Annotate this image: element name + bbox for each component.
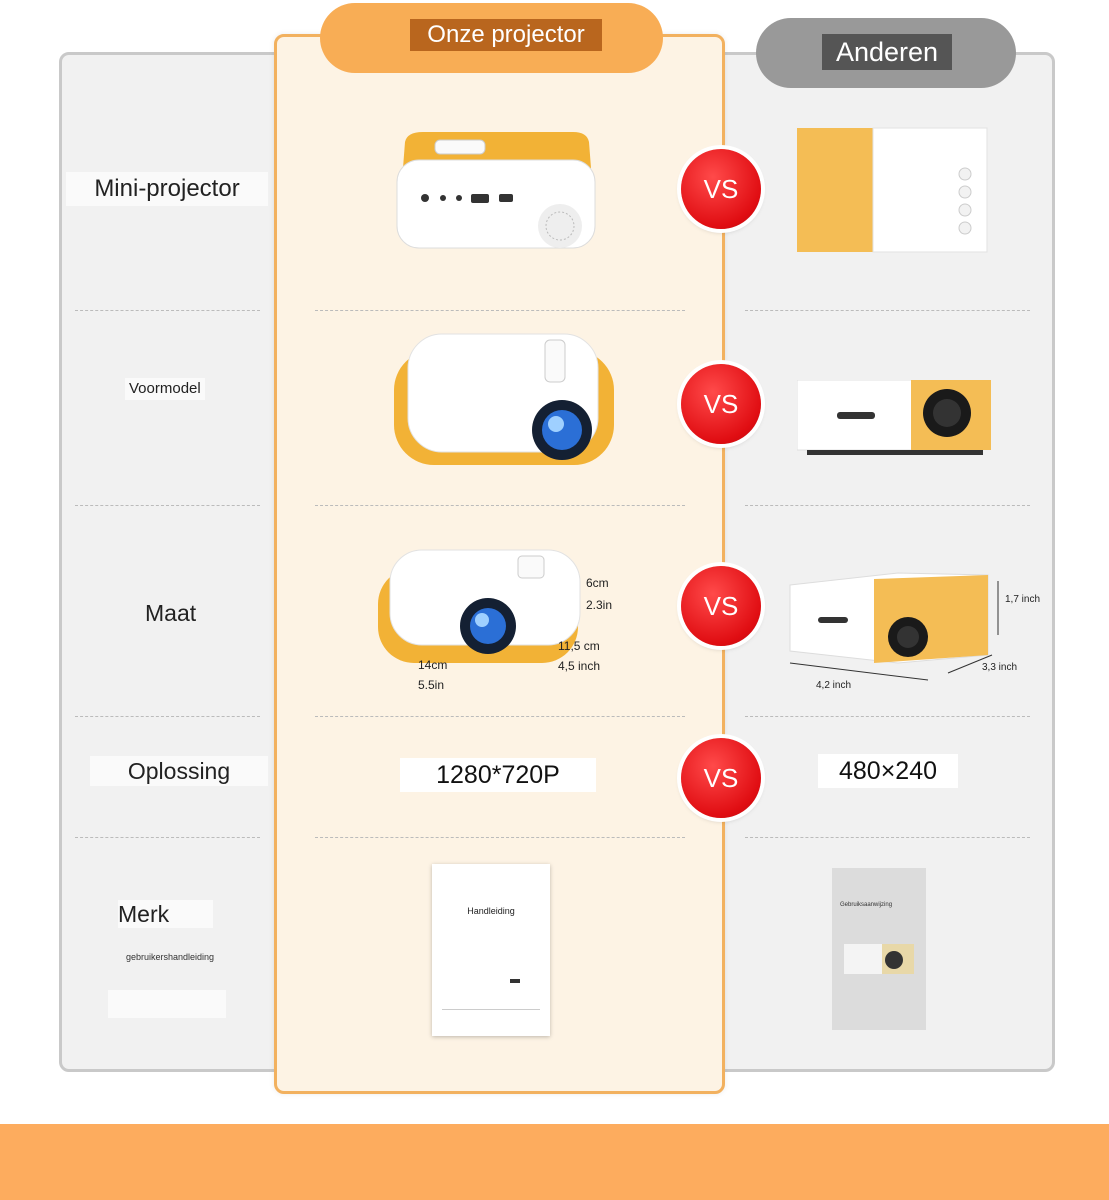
- row-label-voormodel: Voormodel: [125, 378, 205, 400]
- bottom-banner: [0, 1124, 1109, 1200]
- other-projector-size-image: [789, 572, 999, 681]
- our-width-cm: 14cm: [418, 658, 448, 672]
- others-title: Anderen: [822, 34, 952, 70]
- other-depth: 3,3 inch: [982, 662, 1018, 673]
- manual-projector-picture: [844, 944, 914, 974]
- other-resolution: 480×240: [818, 754, 958, 788]
- our-manual-image: Handleiding: [432, 864, 550, 1036]
- row-divider: [75, 837, 260, 838]
- manual-mark: [510, 979, 520, 983]
- label-backdrop: [108, 990, 226, 1018]
- our-projector-title: Onze projector: [410, 19, 602, 51]
- row-divider: [75, 716, 260, 717]
- row-divider: [745, 837, 1030, 838]
- row-divider: [315, 716, 685, 717]
- other-width: 4,2 inch: [816, 680, 852, 691]
- row-label-mini-projector: Mini-projector: [66, 172, 268, 206]
- our-manual-title: Handleiding: [467, 906, 515, 916]
- vs-badge: VS: [681, 364, 761, 444]
- our-projector-back-image: [396, 132, 596, 249]
- row-label-maat: Maat: [145, 600, 197, 626]
- vs-badge: VS: [681, 566, 761, 646]
- row-divider: [315, 505, 685, 506]
- other-height: 1,7 inch: [1005, 594, 1041, 605]
- our-projector-front-image: [394, 333, 614, 465]
- our-height-cm: 6cm: [586, 576, 609, 590]
- other-manual-image: Gebruiksaanwijzing: [832, 868, 926, 1030]
- our-resolution: 1280*720P: [400, 758, 596, 792]
- our-projector-size-image: [378, 549, 581, 663]
- row-divider: [745, 310, 1030, 311]
- row-label-oplossing: Oplossing: [90, 756, 268, 786]
- row-divider: [75, 505, 260, 506]
- our-depth-cm: 11,5 cm: [558, 639, 600, 653]
- vs-badge: VS: [681, 738, 761, 818]
- vs-badge: VS: [681, 149, 761, 229]
- other-manual-title: Gebruiksaanwijzing: [840, 902, 893, 908]
- other-projector-image: [797, 127, 988, 253]
- row-divider: [745, 716, 1030, 717]
- row-divider: [745, 505, 1030, 506]
- manual-footer: [442, 1009, 540, 1020]
- other-projector-front-image: [797, 380, 991, 455]
- row-label-merk: Merk: [118, 900, 213, 928]
- row-sublabel-manual: gebruikershandleiding: [126, 952, 215, 962]
- our-width-in: 5.5in: [418, 678, 445, 692]
- row-divider: [75, 310, 260, 311]
- our-depth-in: 4,5 inch: [558, 659, 601, 673]
- our-height-in: 2.3in: [586, 598, 613, 612]
- row-divider: [315, 310, 685, 311]
- row-divider: [315, 837, 685, 838]
